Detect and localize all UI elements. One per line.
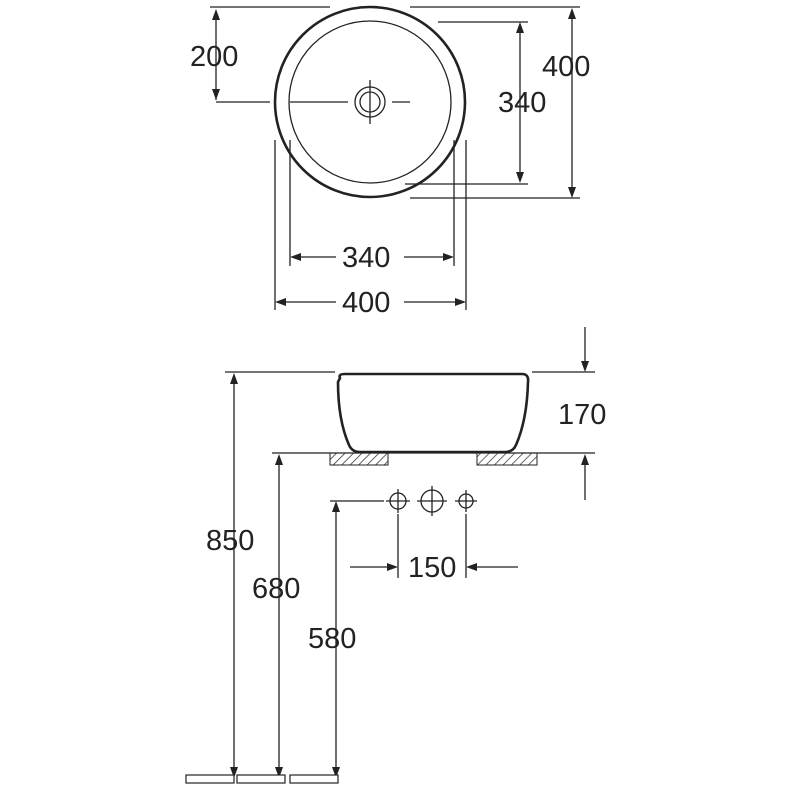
dimension-400-bottom: 400 <box>274 140 467 319</box>
dim-340-bottom-label: 340 <box>342 242 390 274</box>
counter-pad-right <box>476 452 538 466</box>
dimension-850: 850 <box>206 373 254 778</box>
basin-inner-bowl <box>288 20 452 184</box>
dim-400-right-label: 400 <box>542 51 590 83</box>
dimension-400-right: 400 <box>410 8 590 199</box>
floor-line <box>185 774 339 784</box>
tap-hole-center-icon <box>417 486 447 516</box>
drain-icon <box>290 80 410 124</box>
dim-850-label: 850 <box>206 525 254 557</box>
basin-side-profile <box>336 372 530 454</box>
tap-holes <box>330 486 477 516</box>
basin-outer-rim <box>273 5 467 199</box>
tap-hole-left-icon <box>386 489 410 513</box>
dimension-580: 580 <box>308 501 356 778</box>
counter-pad-left <box>329 452 389 466</box>
dimension-340-right: 340 <box>405 21 546 185</box>
dimension-340-bottom: 340 <box>289 140 455 274</box>
dim-400-bottom-label: 400 <box>342 287 390 319</box>
dimension-200: 200 <box>190 9 270 103</box>
dim-680-label: 680 <box>252 573 300 605</box>
dimension-150: 150 <box>350 514 518 584</box>
dim-340-right-label: 340 <box>498 87 546 119</box>
top-view: 200 340 400 340 <box>190 5 590 319</box>
dimension-170: 170 <box>558 327 606 500</box>
dim-170-label: 170 <box>558 399 606 431</box>
dim-150-label: 150 <box>408 552 456 584</box>
dim-580-label: 580 <box>308 623 356 655</box>
tap-hole-right-icon <box>455 490 477 512</box>
dimension-680: 680 <box>252 454 300 778</box>
side-view: 170 <box>185 327 606 784</box>
dim-200-label: 200 <box>190 41 238 73</box>
